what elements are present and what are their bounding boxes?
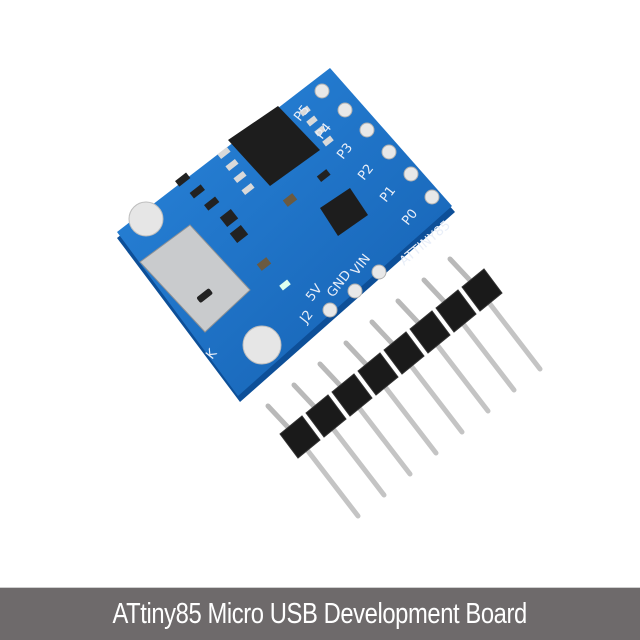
header-pin	[451, 309, 517, 393]
attiny85-chip	[228, 106, 320, 186]
smd-components	[175, 169, 331, 291]
micro-usb-connector	[139, 224, 251, 333]
mounting-hole	[242, 325, 282, 365]
header-pin	[477, 288, 543, 372]
header-housing	[331, 373, 373, 417]
header-pin	[295, 435, 361, 519]
caption-bar: ATtiny85 Micro USB Development Board	[0, 587, 640, 640]
board-photo: P5 P4 P3 P2 P1 P0 ATTINY85 VIN GND 5V J2…	[117, 68, 543, 519]
header-pin	[425, 330, 491, 414]
caption-text: ATtiny85 Micro USB Development Board	[112, 598, 528, 630]
mounting-hole	[128, 201, 164, 237]
pin-pads	[314, 83, 440, 318]
header-housing	[409, 310, 451, 354]
header-housing	[435, 289, 477, 333]
header-pin	[399, 351, 465, 435]
pin-header	[265, 256, 543, 519]
header-housing	[305, 394, 347, 438]
header-pin	[321, 414, 387, 498]
voltage-regulator	[320, 188, 368, 236]
header-housing	[383, 331, 425, 375]
header-housing	[461, 268, 503, 312]
header-housing	[279, 415, 321, 459]
header-housing	[357, 352, 399, 396]
header-pin	[373, 372, 439, 456]
header-pin	[347, 393, 413, 477]
